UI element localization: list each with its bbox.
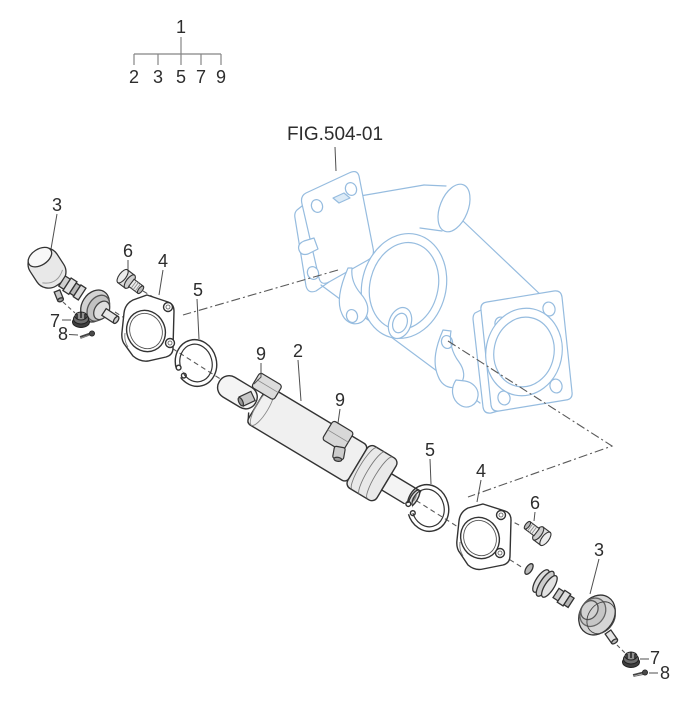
index-leaf-7: 7 (196, 67, 206, 87)
housing-keyway-mark (332, 192, 351, 204)
cotter-pin-left (79, 330, 96, 339)
snap-ring-right (402, 483, 450, 533)
callout-fitting-lower: 9 (335, 390, 345, 410)
index-leaf-5: 5 (176, 67, 186, 87)
tie-rod-bell-boot (578, 594, 616, 636)
tie-rod-neck-right (552, 587, 575, 609)
callout-right-snap-ring: 5 (425, 440, 435, 460)
housing-hook-tab (297, 237, 319, 256)
housing-lug-front (338, 267, 369, 325)
figure-title-leader (334, 146, 337, 172)
housing-left-flange (300, 170, 375, 284)
snap-ring-left (172, 338, 218, 388)
stud-dashes-right (616, 644, 626, 654)
index-tree-lines (133, 37, 222, 65)
tie-rod-lower-stud (53, 289, 65, 303)
tie-rod-end-right (524, 563, 619, 645)
tie-rod-end-left (27, 246, 120, 325)
center-line-left (182, 269, 339, 316)
callout-left-snap-ring: 5 (193, 280, 203, 300)
cotter-pin-right (632, 669, 649, 677)
index-leaf-3: 3 (153, 67, 163, 87)
stud-dashes-left (62, 301, 76, 314)
cylinder-rod-left (216, 374, 258, 410)
bolt-left (116, 268, 145, 295)
callout-left-tie-rod-end: 3 (52, 195, 62, 215)
callout-leaders (50, 213, 658, 674)
callout-right-bolt: 6 (530, 493, 540, 513)
housing-tube (359, 184, 425, 197)
callout-left-bolt: 6 (123, 241, 133, 261)
callout-left-cotter-pin: 8 (58, 324, 68, 344)
housing-end-boss (419, 184, 447, 232)
rod-end-disc-stack (532, 569, 558, 598)
housing-center-bore (360, 232, 448, 340)
tie-rod-stud-right (604, 629, 619, 645)
callout-left-cover-plate: 4 (158, 251, 168, 271)
index-leaf-2: 2 (129, 67, 139, 87)
callout-power-cylinder: 2 (293, 341, 303, 361)
hose-fitting-lower (322, 420, 354, 462)
cover-plate-left (121, 294, 176, 362)
index-root-label: 1 (176, 17, 186, 37)
castle-nut-right (622, 651, 640, 668)
callout-right-cover-plate: 4 (476, 461, 486, 481)
figure-title: FIG.504-01 (287, 124, 383, 145)
center-line-right (447, 340, 614, 498)
index-leaf-9: 9 (216, 67, 226, 87)
bolt-right (523, 520, 552, 547)
castle-nut-left (72, 311, 90, 328)
tie-rod-neck (57, 275, 87, 301)
housing-lug-rear (434, 329, 465, 389)
tie-rod-stud (100, 307, 120, 325)
callout-right-cotter-pin: 8 (660, 663, 670, 683)
gear-housing-reference (294, 170, 573, 414)
hose-fitting-upper (237, 372, 282, 407)
callout-right-tie-rod-end: 3 (594, 540, 604, 560)
index-tree (133, 37, 222, 65)
callout-right-castle-nut: 7 (650, 648, 660, 668)
callout-fitting-upper: 9 (256, 344, 266, 364)
power-cylinder (216, 374, 422, 509)
housing-right-bore (485, 307, 563, 397)
cover-plate-right (456, 503, 512, 571)
callout-left-castle-nut: 7 (50, 311, 60, 331)
